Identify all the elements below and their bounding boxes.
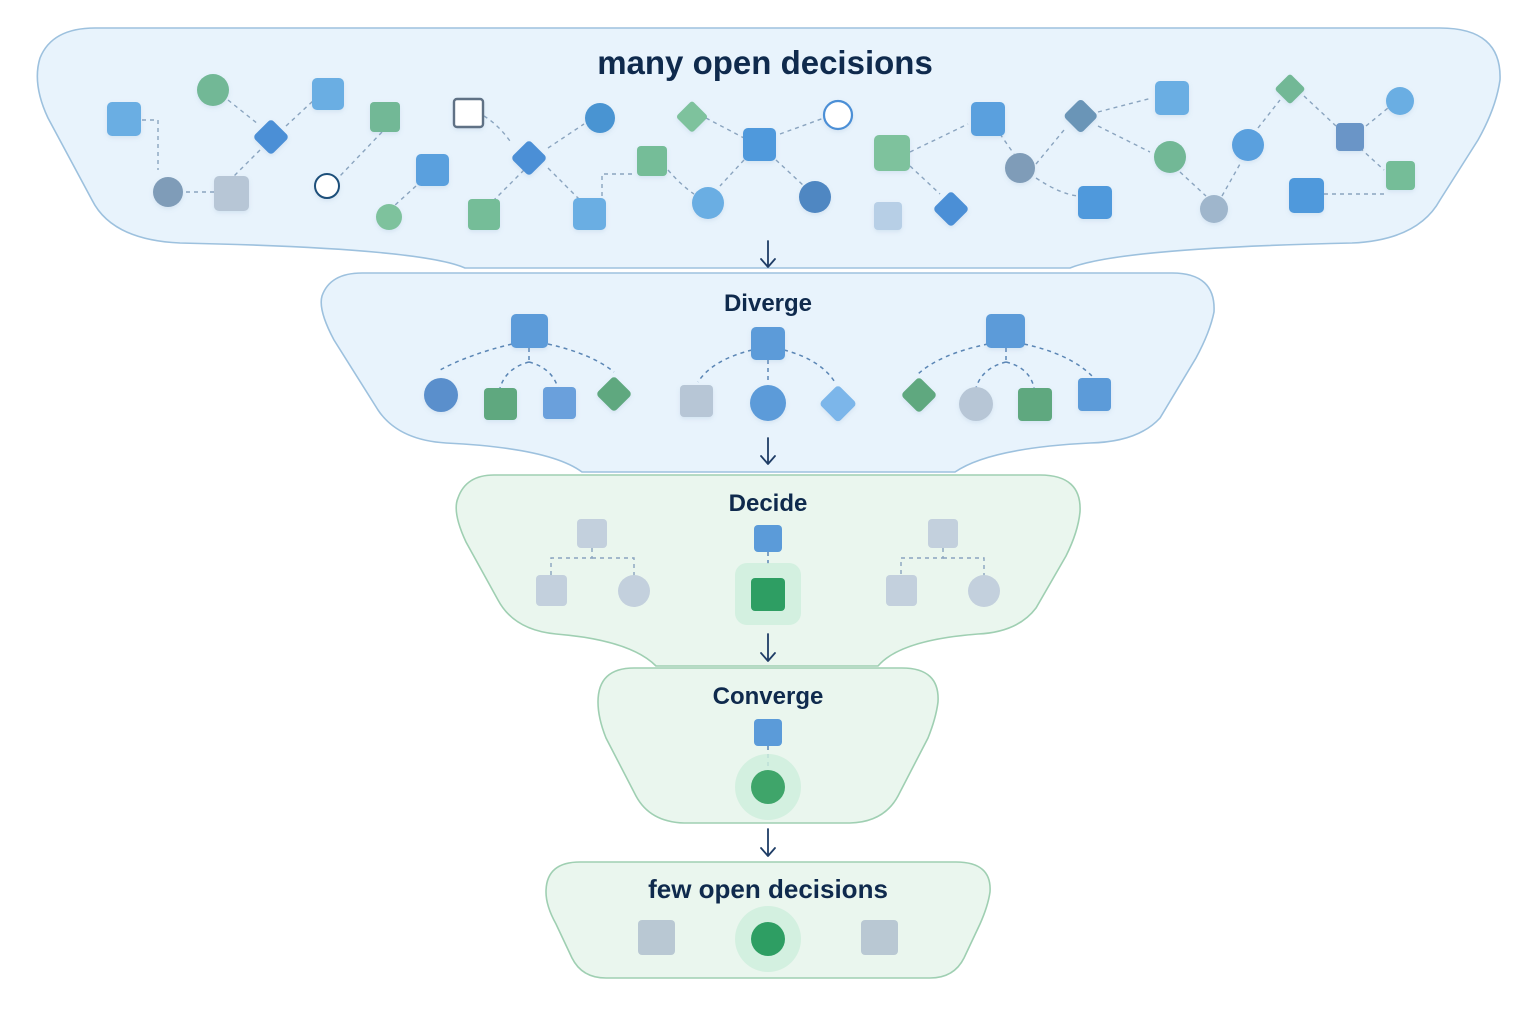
square-node-icon xyxy=(370,102,400,132)
square-node-icon xyxy=(928,519,958,548)
down-arrow-icon xyxy=(760,633,776,662)
down-arrow-icon xyxy=(760,437,776,465)
stage-title-top: many open decisions xyxy=(597,44,933,81)
square-node-icon xyxy=(680,385,713,417)
diverge-links xyxy=(439,343,1093,389)
square-node-icon xyxy=(1289,178,1324,213)
circle-node-icon xyxy=(1154,141,1186,173)
circle-node-icon xyxy=(1232,129,1264,161)
square-node-icon xyxy=(511,314,548,348)
decide-nodes xyxy=(536,519,1000,625)
circle-node-icon xyxy=(618,575,650,607)
selected-circle-node-icon xyxy=(751,922,785,956)
diamond-node-icon xyxy=(1064,99,1097,133)
square-node-icon xyxy=(886,575,917,606)
square-node-icon xyxy=(1078,378,1111,411)
selected-circle-node-icon xyxy=(751,770,785,804)
circle-node-icon xyxy=(376,204,402,230)
circle-node-icon xyxy=(968,575,1000,607)
diamond-node-icon xyxy=(820,386,856,422)
diamond-node-icon xyxy=(1275,74,1305,104)
hollow-circle-icon xyxy=(822,99,854,131)
diamond-node-icon xyxy=(512,141,546,175)
square-node-icon xyxy=(573,198,606,230)
circle-node-icon xyxy=(1200,195,1228,223)
square-node-icon xyxy=(874,202,902,230)
square-node-icon xyxy=(754,719,782,746)
square-node-icon xyxy=(637,146,667,176)
square-node-icon xyxy=(638,920,675,955)
square-node-icon xyxy=(1018,388,1052,421)
circle-node-icon xyxy=(799,181,831,213)
circle-node-icon xyxy=(959,387,993,421)
selected-square-node-icon xyxy=(751,578,785,611)
circle-node-icon xyxy=(585,103,615,133)
circle-node-icon xyxy=(1005,153,1035,183)
square-node-icon xyxy=(536,575,567,606)
diamond-node-icon xyxy=(676,101,708,132)
top-nodes xyxy=(107,74,1415,230)
down-arrow-icon xyxy=(760,240,776,268)
square-node-icon xyxy=(468,199,500,230)
square-node-icon xyxy=(214,176,249,211)
stage-title-converge: Converge xyxy=(713,683,824,710)
diamond-node-icon xyxy=(934,192,968,226)
down-arrow-icon xyxy=(760,828,776,857)
circle-node-icon xyxy=(197,74,229,106)
square-node-icon xyxy=(874,135,910,171)
hollow-square-icon xyxy=(452,97,485,129)
square-node-icon xyxy=(1078,186,1112,219)
stage-title-decide: Decide xyxy=(729,490,808,517)
diverge-nodes xyxy=(424,314,1111,422)
square-node-icon xyxy=(1336,123,1364,151)
top-links xyxy=(142,95,1389,207)
square-node-icon xyxy=(986,314,1025,348)
bottom-nodes xyxy=(638,906,898,972)
square-node-icon xyxy=(484,388,517,420)
square-node-icon xyxy=(577,519,607,548)
diamond-node-icon xyxy=(597,377,631,411)
stage-title-bottom: few open decisions xyxy=(648,874,888,904)
hollow-circle-icon xyxy=(314,173,340,199)
square-node-icon xyxy=(751,327,785,360)
square-node-icon xyxy=(416,154,449,186)
square-node-icon xyxy=(107,102,141,136)
square-node-icon xyxy=(861,920,898,955)
diamond-node-icon xyxy=(254,120,288,154)
converge-nodes xyxy=(735,719,801,820)
circle-node-icon xyxy=(750,385,786,421)
square-node-icon xyxy=(1386,161,1415,190)
diamond-node-icon xyxy=(902,378,936,412)
stage-title-diverge: Diverge xyxy=(724,290,812,317)
square-node-icon xyxy=(543,387,576,419)
square-node-icon xyxy=(754,525,782,552)
square-node-icon xyxy=(312,78,344,110)
circle-node-icon xyxy=(1386,87,1414,115)
circle-node-icon xyxy=(692,187,724,219)
square-node-icon xyxy=(971,102,1005,136)
circle-node-icon xyxy=(153,177,183,207)
circle-node-icon xyxy=(424,378,458,412)
square-node-icon xyxy=(743,128,776,161)
square-node-icon xyxy=(1155,81,1189,115)
